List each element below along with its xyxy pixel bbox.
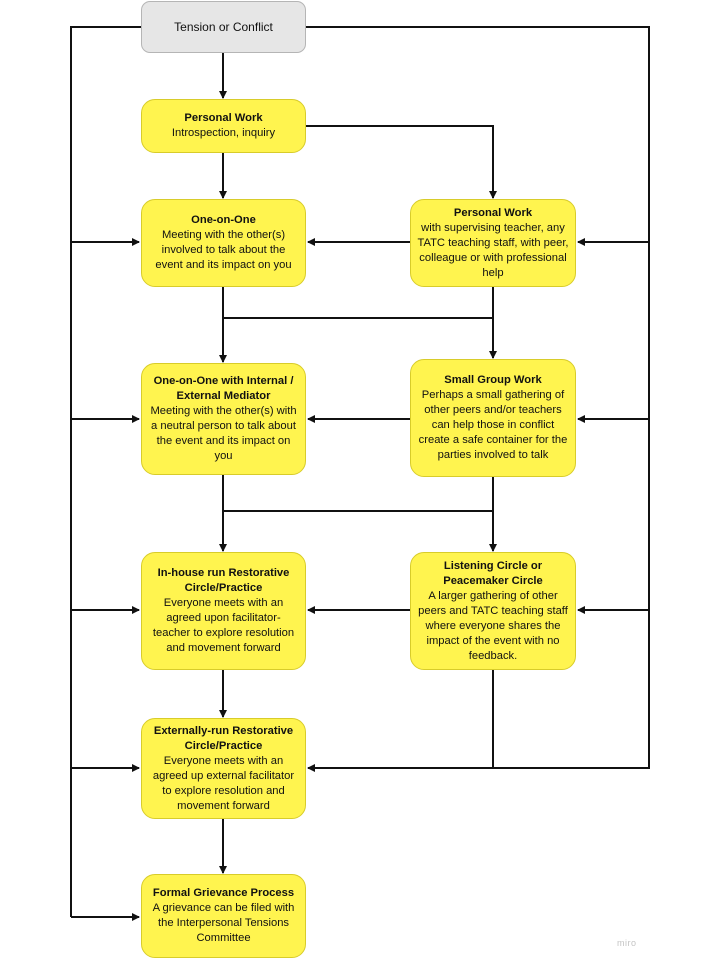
node-mediator: One-on-One with Internal / External Medi… bbox=[141, 363, 306, 475]
node-body: Meeting with the other(s) involved to ta… bbox=[155, 229, 292, 271]
node-title: Personal Work bbox=[184, 112, 263, 124]
node-external-restorative-circle: Externally-run Restorative Circle/Practi… bbox=[141, 718, 306, 819]
node-title: Personal Work bbox=[453, 206, 533, 219]
node-body: Everyone meets with an agreed upon facil… bbox=[152, 597, 295, 654]
node-formal-grievance: Formal Grievance Process A grievance can… bbox=[141, 874, 306, 958]
node-body: Everyone meets with an agreed up externa… bbox=[152, 754, 295, 812]
node-personal-work-support: Personal Work with supervising teacher, … bbox=[410, 199, 576, 287]
node-body: Perhaps a small gathering of other peers… bbox=[418, 389, 568, 461]
node-title: Formal Grievance Process bbox=[152, 887, 295, 899]
node-label: Tension or Conflict bbox=[174, 19, 273, 34]
node-title: In-house run Restorative Circle/Practice bbox=[157, 567, 290, 594]
edge-right-rail bbox=[306, 26, 650, 769]
node-title: One-on-One bbox=[191, 214, 256, 226]
edge-personal-work-to-support bbox=[306, 125, 497, 199]
node-one-on-one: One-on-One Meeting with the other(s) inv… bbox=[141, 199, 306, 287]
node-listening-circle: Listening Circle or Peacemaker Circle A … bbox=[410, 552, 576, 670]
edge-left-rail bbox=[70, 26, 141, 917]
node-body: Meeting with the other(s) with a neutral… bbox=[150, 405, 297, 462]
node-body: A grievance can be filed with the Interp… bbox=[152, 902, 295, 944]
node-title: Externally-run Restorative Circle/Practi… bbox=[153, 724, 294, 752]
node-tension-or-conflict: Tension or Conflict bbox=[141, 1, 306, 53]
node-inhouse-restorative-circle: In-house run Restorative Circle/Practice… bbox=[141, 552, 306, 670]
node-title: Small Group Work bbox=[444, 374, 542, 386]
node-title: Listening Circle or Peacemaker Circle bbox=[443, 559, 543, 587]
miro-watermark: miro bbox=[617, 938, 637, 948]
edge-listening-to-external bbox=[307, 670, 494, 772]
node-small-group-work: Small Group Work Perhaps a small gatheri… bbox=[410, 359, 576, 477]
node-body: Introspection, inquiry bbox=[171, 127, 276, 139]
node-body: A larger gathering of other peers and TA… bbox=[418, 589, 568, 662]
node-title: One-on-One with Internal / External Medi… bbox=[153, 375, 294, 402]
node-body: with supervising teacher, any TATC teach… bbox=[417, 221, 569, 279]
node-personal-work: Personal Work Introspection, inquiry bbox=[141, 99, 306, 153]
